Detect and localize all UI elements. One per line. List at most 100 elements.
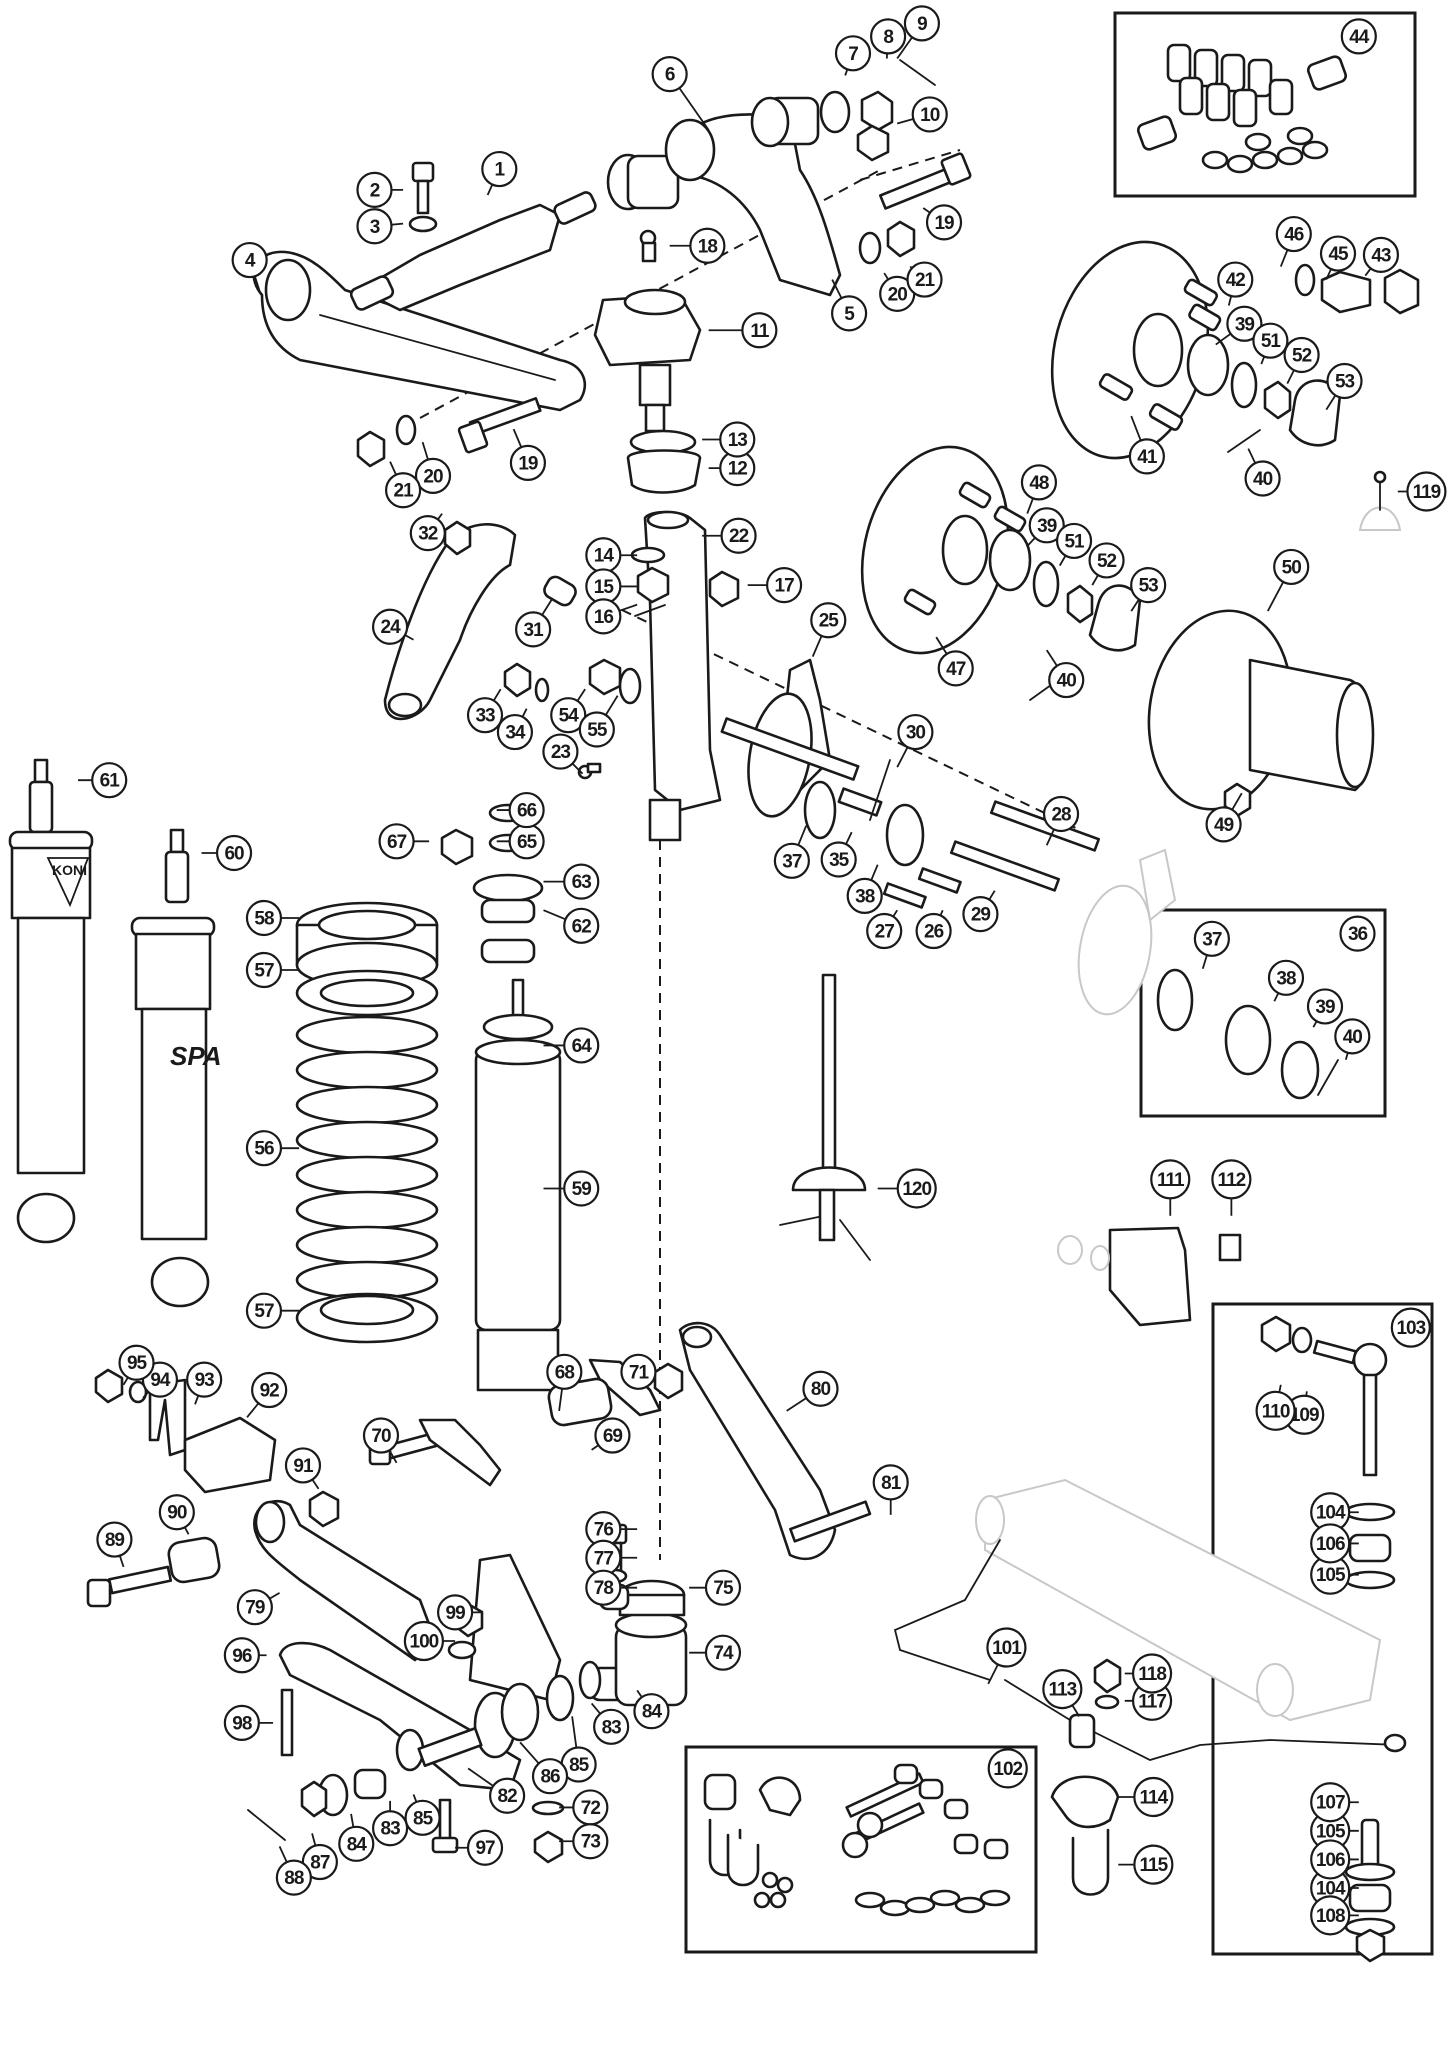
callout-75[interactable]: 75 xyxy=(704,1569,742,1606)
callout-39[interactable]: 39 xyxy=(1028,507,1065,544)
callout-44[interactable]: 44 xyxy=(1340,18,1377,55)
callout-62[interactable]: 62 xyxy=(563,907,600,944)
callout-100[interactable]: 100 xyxy=(403,1620,444,1662)
callout-85[interactable]: 85 xyxy=(560,1746,597,1783)
callout-11[interactable]: 11 xyxy=(741,312,778,349)
callout-67[interactable]: 67 xyxy=(378,823,415,860)
callout-32[interactable]: 32 xyxy=(409,515,446,552)
callout-43[interactable]: 43 xyxy=(1362,236,1400,273)
callout-37[interactable]: 37 xyxy=(773,842,810,879)
callout-99[interactable]: 99 xyxy=(437,1594,474,1631)
callout-92[interactable]: 92 xyxy=(251,1371,288,1409)
callout-18[interactable]: 18 xyxy=(689,227,726,264)
callout-52[interactable]: 52 xyxy=(1283,336,1320,374)
callout-63[interactable]: 63 xyxy=(563,863,600,900)
callout-49[interactable]: 49 xyxy=(1205,806,1242,843)
callout-20[interactable]: 20 xyxy=(414,457,452,495)
callout-73[interactable]: 73 xyxy=(572,1823,609,1860)
callout-64[interactable]: 64 xyxy=(563,1027,600,1064)
callout-59[interactable]: 59 xyxy=(563,1170,600,1207)
callout-105[interactable]: 105 xyxy=(1310,1554,1351,1595)
callout-15[interactable]: 15 xyxy=(585,568,622,605)
callout-82[interactable]: 82 xyxy=(489,1777,526,1814)
callout-104[interactable]: 104 xyxy=(1310,1492,1351,1533)
callout-39[interactable]: 39 xyxy=(1306,988,1344,1025)
callout-106[interactable]: 106 xyxy=(1310,1523,1351,1564)
callout-90[interactable]: 90 xyxy=(158,1494,195,1531)
callout-93[interactable]: 93 xyxy=(186,1361,223,1398)
callout-103[interactable]: 103 xyxy=(1390,1307,1431,1348)
callout-9[interactable]: 9 xyxy=(903,5,941,42)
callout-118[interactable]: 118 xyxy=(1131,1653,1173,1694)
callout-46[interactable]: 46 xyxy=(1275,215,1312,253)
callout-108[interactable]: 108 xyxy=(1310,1895,1351,1936)
callout-95[interactable]: 95 xyxy=(118,1344,155,1381)
callout-69[interactable]: 69 xyxy=(594,1417,631,1454)
callout-34[interactable]: 34 xyxy=(496,713,534,751)
callout-10[interactable]: 10 xyxy=(911,96,948,133)
callout-45[interactable]: 45 xyxy=(1319,235,1357,272)
callout-36[interactable]: 36 xyxy=(1339,915,1376,952)
callout-88[interactable]: 88 xyxy=(275,1859,312,1896)
callout-14[interactable]: 14 xyxy=(585,537,622,574)
callout-48[interactable]: 48 xyxy=(1020,464,1058,501)
callout-42[interactable]: 42 xyxy=(1217,261,1254,298)
callout-110[interactable]: 110 xyxy=(1255,1390,1296,1431)
callout-27[interactable]: 27 xyxy=(866,912,903,950)
callout-74[interactable]: 74 xyxy=(704,1634,742,1671)
callout-5[interactable]: 5 xyxy=(830,295,868,332)
callout-117[interactable]: 117 xyxy=(1131,1680,1173,1721)
callout-40[interactable]: 40 xyxy=(1244,460,1281,497)
callout-83[interactable]: 83 xyxy=(371,1810,409,1847)
callout-120[interactable]: 120 xyxy=(896,1168,937,1209)
callout-1[interactable]: 1 xyxy=(481,150,518,188)
callout-28[interactable]: 28 xyxy=(1042,795,1080,833)
callout-38[interactable]: 38 xyxy=(846,877,883,915)
callout-20[interactable]: 20 xyxy=(879,275,916,312)
callout-13[interactable]: 13 xyxy=(719,421,756,458)
callout-16[interactable]: 16 xyxy=(585,598,622,635)
callout-41[interactable]: 41 xyxy=(1128,438,1165,475)
callout-31[interactable]: 31 xyxy=(515,611,552,648)
callout-40[interactable]: 40 xyxy=(1334,1018,1371,1055)
callout-98[interactable]: 98 xyxy=(223,1704,260,1741)
callout-86[interactable]: 86 xyxy=(531,1758,569,1795)
callout-24[interactable]: 24 xyxy=(371,608,409,645)
callout-47[interactable]: 47 xyxy=(937,650,974,687)
callout-54[interactable]: 54 xyxy=(550,697,587,734)
callout-102[interactable]: 102 xyxy=(987,1748,1028,1789)
callout-37[interactable]: 37 xyxy=(1193,920,1230,957)
callout-19[interactable]: 19 xyxy=(925,204,963,241)
callout-111[interactable]: 111 xyxy=(1150,1159,1191,1200)
callout-101[interactable]: 101 xyxy=(986,1627,1027,1668)
callout-80[interactable]: 80 xyxy=(802,1370,839,1407)
callout-105[interactable]: 105 xyxy=(1310,1810,1351,1851)
callout-97[interactable]: 97 xyxy=(466,1829,504,1866)
callout-68[interactable]: 68 xyxy=(546,1353,583,1390)
callout-29[interactable]: 29 xyxy=(962,896,999,933)
callout-4[interactable]: 4 xyxy=(231,241,268,279)
callout-6[interactable]: 6 xyxy=(651,56,688,93)
callout-25[interactable]: 25 xyxy=(810,602,847,639)
callout-7[interactable]: 7 xyxy=(834,35,872,72)
callout-79[interactable]: 79 xyxy=(236,1589,273,1626)
callout-87[interactable]: 87 xyxy=(301,1843,338,1881)
callout-55[interactable]: 55 xyxy=(578,711,615,748)
callout-26[interactable]: 26 xyxy=(915,912,952,950)
callout-72[interactable]: 72 xyxy=(572,1789,609,1826)
callout-60[interactable]: 60 xyxy=(215,834,253,872)
callout-85[interactable]: 85 xyxy=(404,1799,441,1836)
callout-114[interactable]: 114 xyxy=(1133,1776,1174,1818)
callout-3[interactable]: 3 xyxy=(356,208,393,245)
callout-19[interactable]: 19 xyxy=(509,444,547,482)
callout-22[interactable]: 22 xyxy=(720,517,757,554)
callout-52[interactable]: 52 xyxy=(1088,542,1125,579)
callout-66[interactable]: 66 xyxy=(508,791,545,829)
callout-96[interactable]: 96 xyxy=(223,1637,260,1674)
callout-113[interactable]: 113 xyxy=(1042,1668,1083,1710)
callout-17[interactable]: 17 xyxy=(765,567,803,604)
callout-35[interactable]: 35 xyxy=(820,841,857,878)
callout-115[interactable]: 115 xyxy=(1133,1844,1174,1885)
callout-70[interactable]: 70 xyxy=(362,1417,400,1454)
callout-50[interactable]: 50 xyxy=(1273,548,1310,586)
